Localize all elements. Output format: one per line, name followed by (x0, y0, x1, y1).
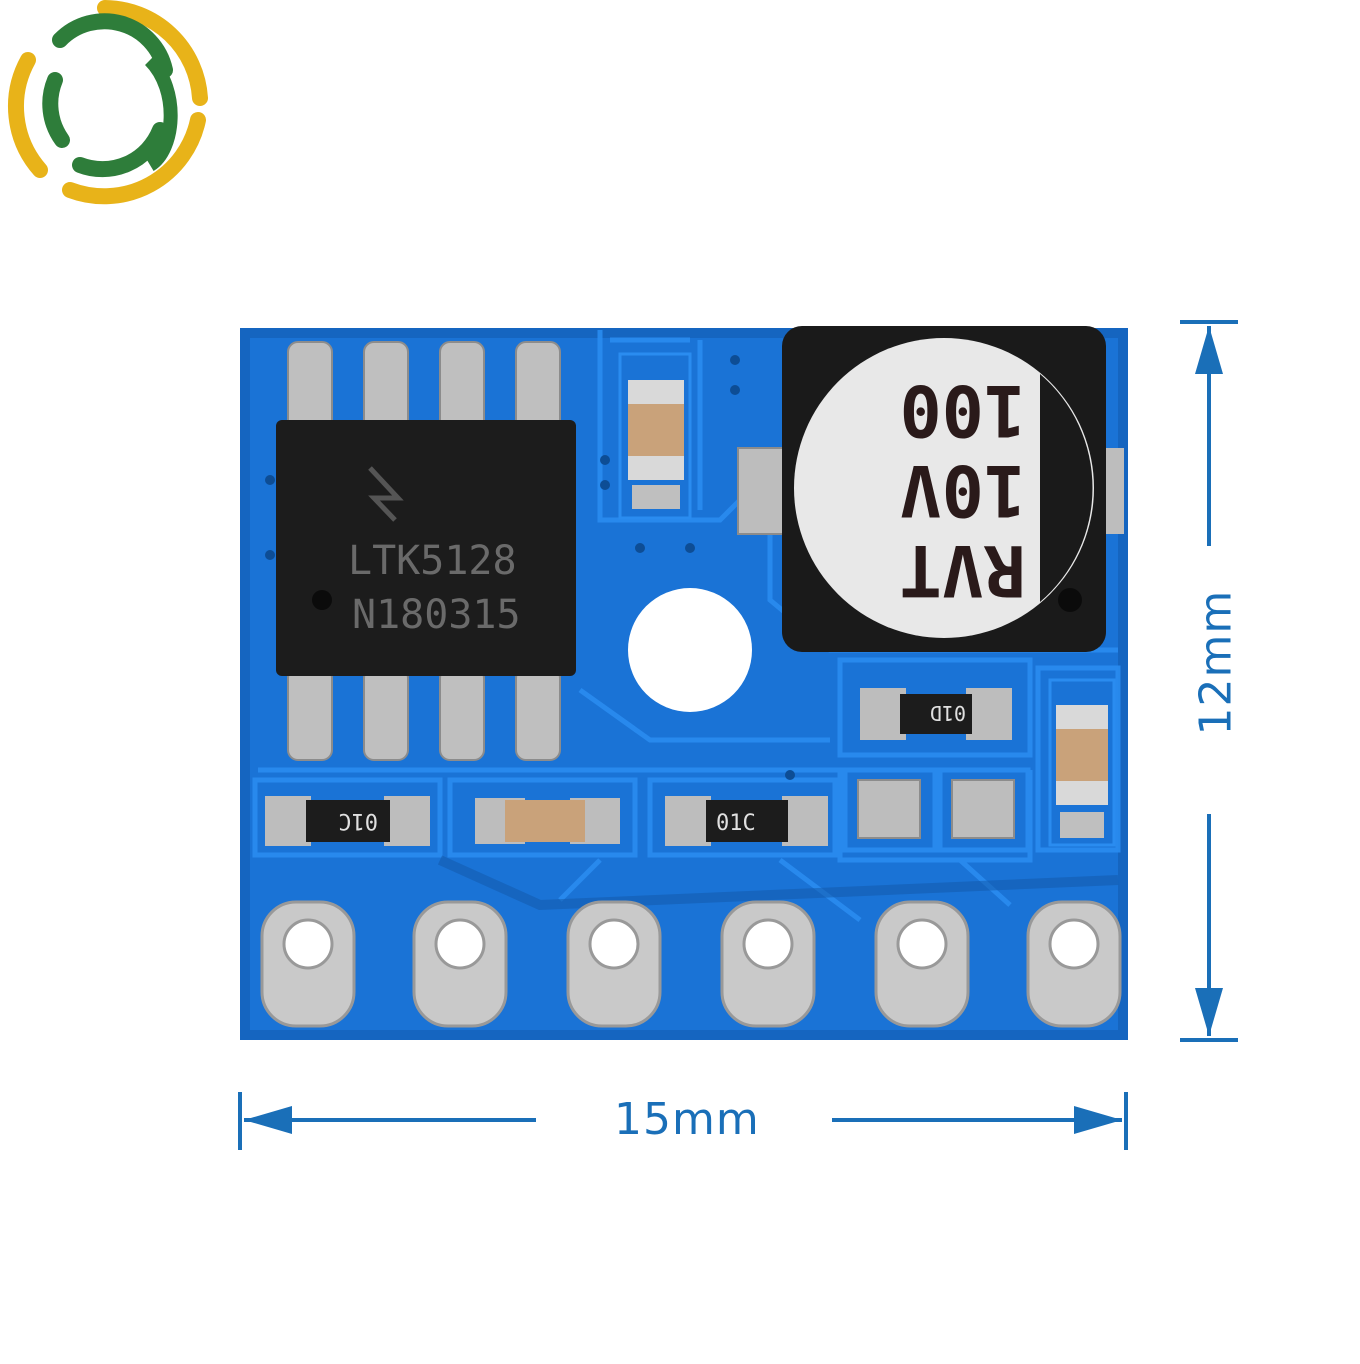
resistor-01c-left: 01C (265, 796, 430, 846)
header-pin (720, 900, 816, 1028)
resistor-01c-right-marking: 01C (716, 811, 756, 836)
electrolytic-capacitor: RVT 10V 100 (737, 326, 1124, 652)
header-pin (412, 900, 508, 1028)
header-pins (260, 900, 1122, 1028)
height-dimension (1180, 320, 1238, 1042)
smd-capacitor-bottom (475, 798, 620, 844)
width-label: 15mm (614, 1094, 760, 1145)
height-label: 12mm (1190, 589, 1242, 736)
empty-pads (857, 779, 1015, 839)
smd-capacitor-top (618, 352, 692, 520)
resistor-01d: 01D (860, 688, 1012, 740)
capacitor-marking-3: 100 (900, 369, 1026, 451)
width-dimension (238, 1092, 1128, 1150)
header-pin (260, 900, 356, 1028)
chip-marking-1: LTK5128 (348, 538, 517, 584)
header-pin (566, 900, 662, 1028)
brand-logo (8, 0, 208, 205)
header-pin (1026, 900, 1122, 1028)
capacitor-marking-1: RVT (900, 529, 1026, 611)
resistor-01d-marking: 01D (930, 701, 966, 725)
capacitor-marking-2: 10V (900, 449, 1026, 531)
chip-marking-2: N180315 (352, 592, 521, 638)
header-pin (874, 900, 970, 1028)
resistor-01c-right: 01C (665, 796, 828, 846)
resistor-01c-left-marking: 01C (338, 808, 378, 833)
ic-chip: LTK5128 N180315 (276, 341, 576, 761)
smd-capacitor-right (1048, 678, 1116, 847)
